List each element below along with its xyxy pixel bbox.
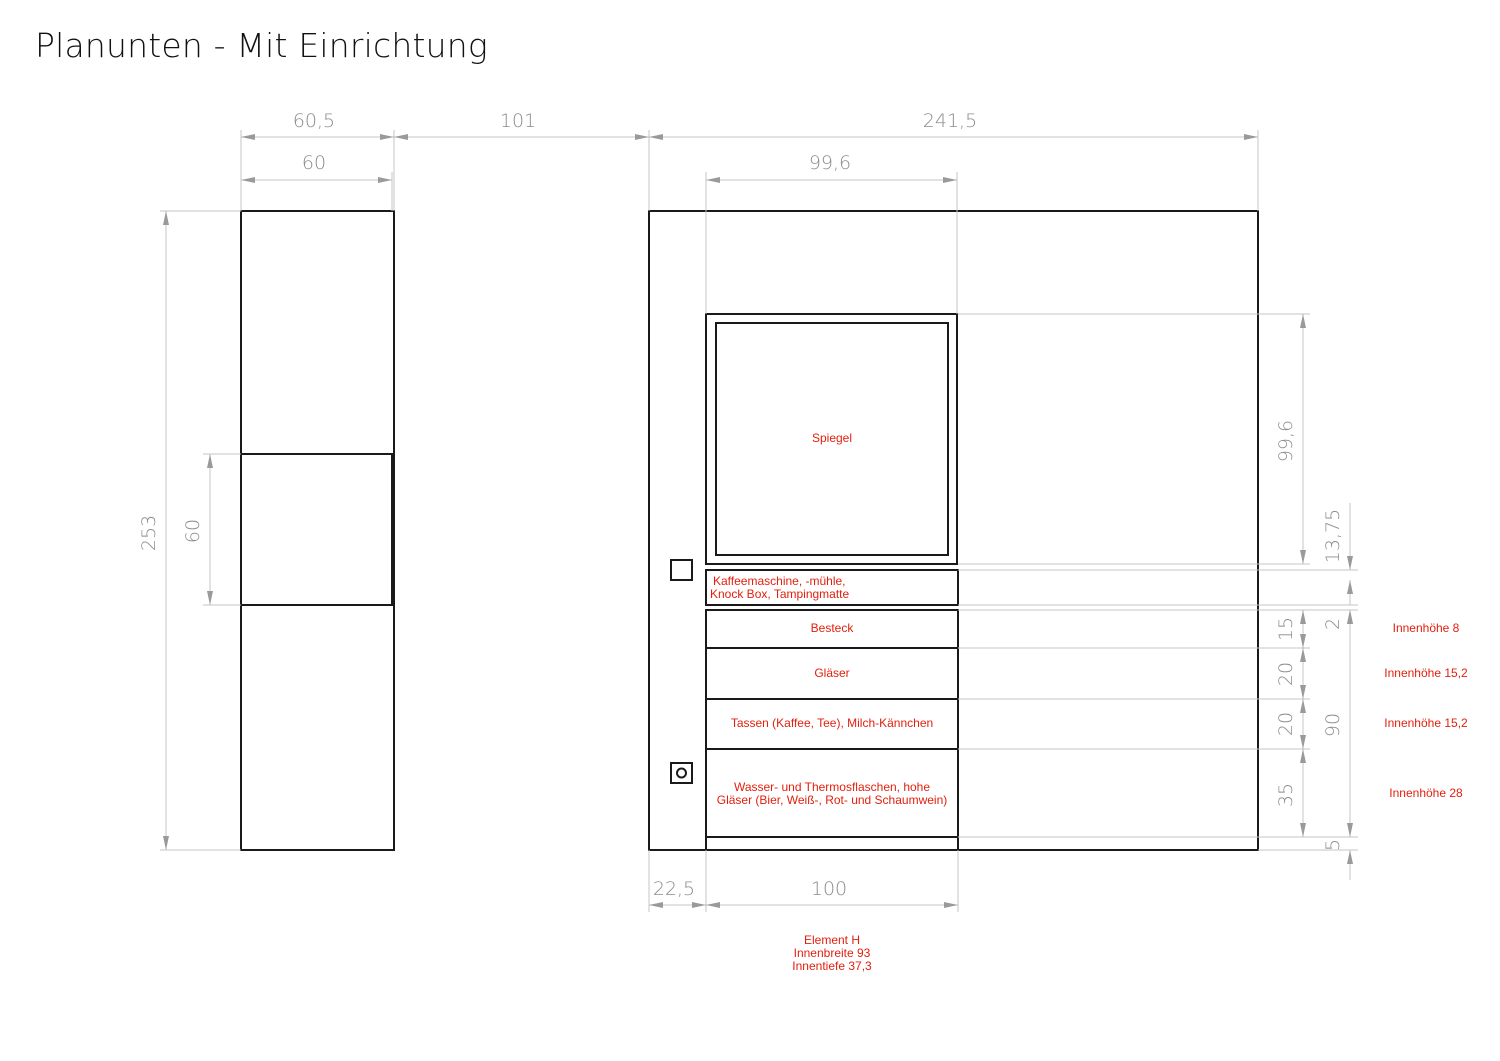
inner-height-1: Innenhöhe 8 [1393, 621, 1460, 635]
dim-element-width: 100 [811, 878, 847, 900]
dim-drawer-3: 20 [1275, 712, 1297, 736]
dim-left-middle-height: 60 [182, 519, 204, 543]
mirror-label: Spiegel [812, 431, 852, 445]
left-cabinet-outline [240, 210, 395, 851]
mirror-frame [705, 313, 958, 565]
dim-drawers-total: 90 [1322, 713, 1344, 737]
plinth [705, 836, 959, 851]
compartment-bottles-label-2: Gläser (Bier, Weiß-, Rot- und Schaumwein… [717, 793, 948, 807]
dim-right-total-width: 241,5 [923, 110, 977, 132]
switch-icon [670, 559, 693, 581]
dim-offset-left: 22,5 [653, 878, 695, 900]
compartment-coffee [705, 569, 959, 606]
dim-left-inner-width: 60 [302, 152, 326, 174]
page-title: Planunten - Mit Einrichtung [35, 26, 488, 65]
inner-height-3: Innenhöhe 15,2 [1384, 716, 1468, 730]
dim-plinth: 5 [1322, 839, 1344, 851]
compartment-bottles-label-1: Wasser- und Thermosflaschen, hohe [734, 780, 930, 794]
right-unit-outline [648, 210, 1259, 851]
dim-mirror-width: 99,6 [809, 152, 851, 174]
left-cabinet [240, 210, 395, 851]
socket-icon [670, 762, 693, 784]
dim-gap-above-drawers: 13,75 [1322, 509, 1344, 563]
right-unit [648, 210, 1259, 851]
dim-drawer-4: 35 [1275, 783, 1297, 807]
dim-gap-small: 2 [1322, 618, 1344, 630]
element-name: Element H [804, 933, 860, 947]
inner-height-2: Innenhöhe 15,2 [1384, 666, 1468, 680]
compartment-glasses-label: Gläser [814, 666, 849, 680]
element-inner-width: Innenbreite 93 [794, 946, 871, 960]
compartment-coffee-label-1: Kaffeemaschine, -mühle, [713, 574, 846, 588]
dim-drawer-2: 20 [1275, 662, 1297, 686]
compartment-cutlery-label: Besteck [811, 621, 855, 635]
inner-height-4: Innenhöhe 28 [1389, 786, 1463, 800]
mirror-inner [715, 322, 949, 556]
dim-mirror-height: 99,6 [1275, 420, 1297, 462]
compartment-cups-label: Tassen (Kaffee, Tee), Milch-Kännchen [731, 716, 933, 730]
dim-gap-between: 101 [500, 110, 536, 132]
dim-left-height: 253 [138, 515, 160, 551]
left-cabinet-middle-box [240, 453, 393, 606]
dim-left-outer-width: 60,5 [293, 110, 335, 132]
element-inner-depth: Innentiefe 37,3 [792, 959, 872, 973]
dim-drawer-1: 15 [1275, 617, 1297, 641]
compartment-coffee-label-2: Knock Box, Tampingmatte [710, 587, 850, 601]
